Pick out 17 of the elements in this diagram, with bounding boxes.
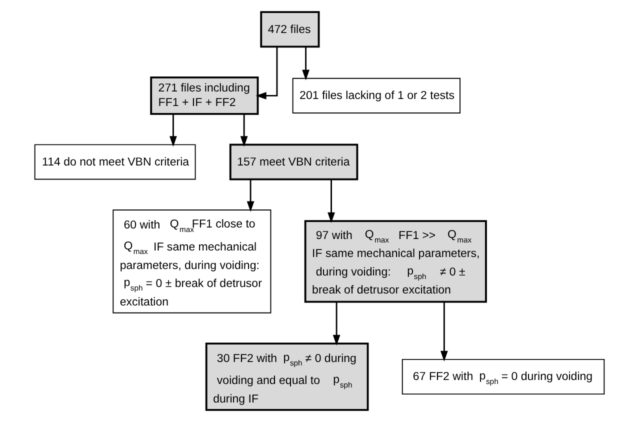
arrow (246, 179, 254, 212)
arrow (440, 302, 448, 362)
arrow (332, 302, 340, 346)
arrow (256, 46, 278, 100)
node-box: 67 FF2 with p$_{sph}$ = 0 during voiding (402, 358, 605, 395)
node-box: 472 files (260, 11, 320, 48)
node-box: 271 files including FF1 + IF + FF2 (150, 76, 259, 115)
node-box: 157 meet VBN criteria (229, 144, 358, 180)
node-box: 114 do not meet VBN criteria (34, 144, 196, 180)
arrow (328, 179, 335, 223)
arrow (170, 114, 177, 147)
node-box: 30 FF2 with p$_{sph}$ ≠ 0 during voiding and equal to p$_{sph}$ during IF (205, 342, 369, 411)
node-box: 97 with Q$_{max}$ FF1 >> Q$_{max}$ IF same mechanical parameters, during voiding: p$_{sph}$ ≠ 0 ± break of detrusor excitation (304, 220, 487, 303)
node-box: 201 files lacking of 1 or 2 tests (292, 78, 460, 114)
arrow (302, 46, 310, 80)
arrow (240, 114, 248, 147)
node-box: 60 with Q$_{max}$FF1 close to Q$_{max}$ IF same mechanical parameters, during voiding: p$_{sph}$ = 0 ± break of detrusor excitation (112, 210, 272, 314)
